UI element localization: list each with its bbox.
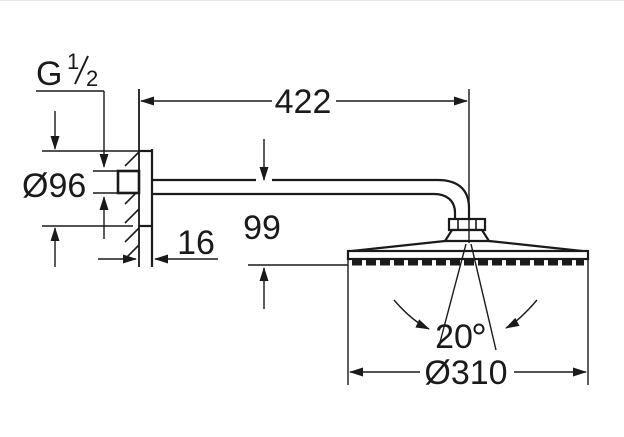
shower-arm-outer-line: [152, 178, 471, 219]
label-thread-denominator: 2: [86, 66, 98, 91]
spray-angle-left-line: [438, 243, 467, 347]
fraction-slash-icon: [74, 55, 89, 85]
wall-hatching-icon: [124, 151, 140, 260]
dim-drop-height: [248, 139, 348, 309]
connector-nut: [447, 217, 487, 232]
head-cone-left-edge: [351, 239, 446, 253]
head-cone-right-edge: [488, 239, 583, 253]
label-spray-angle: 20: [435, 318, 473, 356]
label-plate-depth: 16: [177, 224, 215, 262]
dimension-labels: 422 G 1 2 Ø96 16 99 20 Ø310: [22, 49, 508, 392]
label-arm-length: 422: [275, 83, 332, 121]
dim-head-diameter: [347, 254, 589, 385]
fixture-outline: [116, 89, 590, 267]
connector-base: [442, 228, 492, 243]
thread-stub: [116, 169, 141, 195]
label-head-diameter: Ø310: [424, 354, 507, 392]
degree-symbol-icon: [473, 323, 485, 335]
dim-spray-angle: [393, 243, 538, 351]
shower-arm-inner-line: [152, 192, 457, 219]
connector-nut-facets: [457, 219, 477, 230]
dim-plate-diameter: [42, 111, 139, 267]
dim-thread-leader: [36, 90, 118, 239]
label-thread-numerator: 1: [67, 49, 79, 74]
label-drop-height: 99: [243, 209, 281, 247]
dimension-lines: [36, 89, 589, 385]
curved-arrow-right-icon: [505, 299, 538, 329]
curved-arrow-left-icon: [393, 299, 430, 330]
label-thread-prefix: G: [36, 55, 62, 93]
label-plate-diameter: Ø96: [22, 167, 86, 205]
spray-angle-right-line: [470, 243, 497, 351]
head-rim: [346, 249, 590, 261]
